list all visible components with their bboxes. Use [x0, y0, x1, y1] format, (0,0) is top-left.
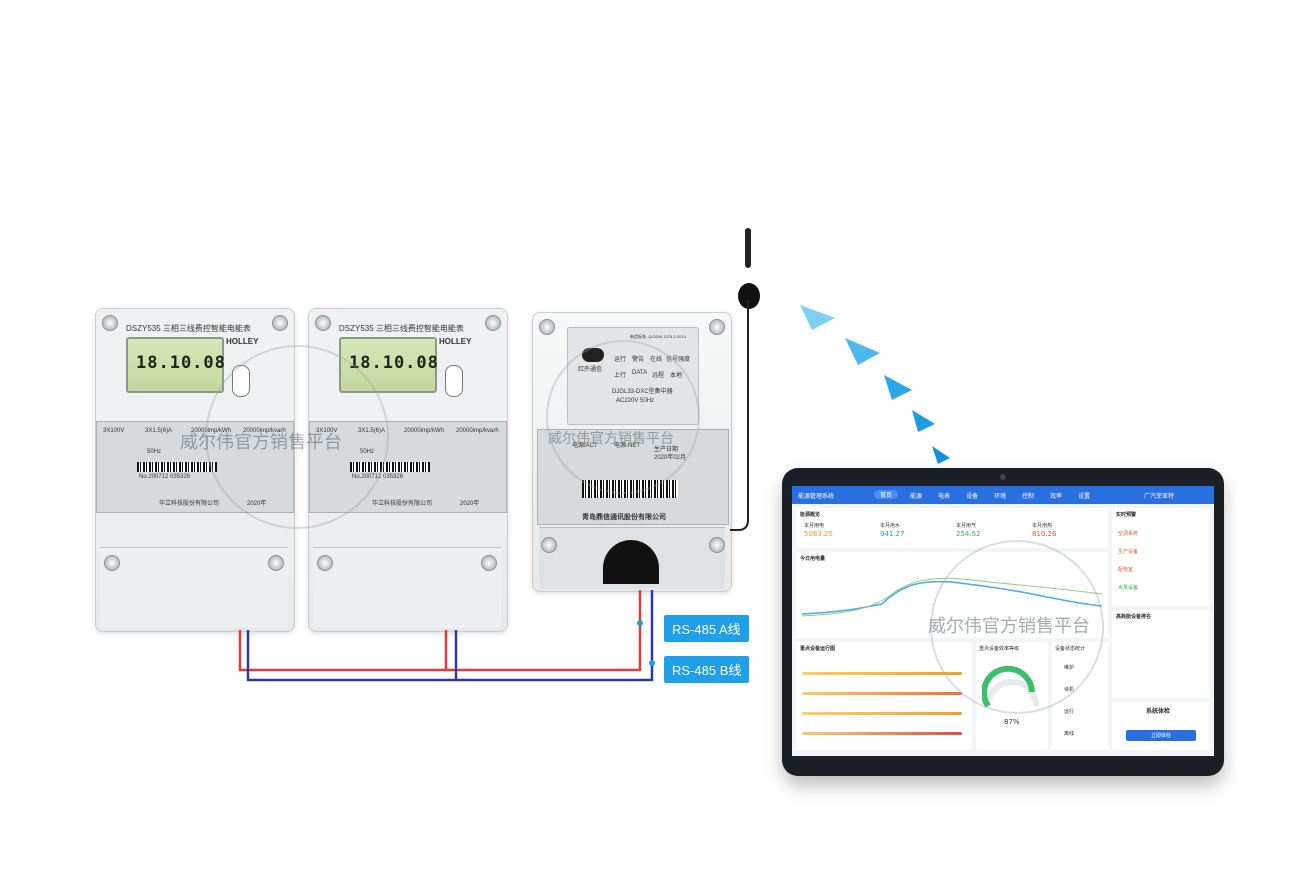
alarm-item: 生产设备: [1118, 549, 1139, 555]
power-chart-title: 今日用电量: [800, 556, 826, 562]
spec-active-const: 20000imp/kWh: [404, 428, 445, 434]
terminal-opening: [603, 540, 659, 584]
nav-home[interactable]: 首页: [874, 490, 899, 499]
camera-icon: [1000, 474, 1006, 480]
stat-value: 941.27: [880, 530, 905, 538]
screw-icon: [104, 555, 120, 571]
standard-label: 制造标准: Q/GDW 1375.2-2013: [630, 334, 686, 339]
run-bar: [802, 712, 962, 715]
spec-frequency: 50Hz: [147, 449, 162, 455]
app-title: 能源管理系统: [798, 493, 835, 500]
spec-reactive-const: 20000imp/kvarh: [456, 428, 499, 434]
energy-overview-card: 能源概览 本月用电 5083.25 本月用水 941.27 本月用气 254.5…: [796, 508, 1108, 548]
screw-icon: [317, 555, 333, 571]
nav-settings[interactable]: 设置: [1078, 493, 1091, 500]
run-bar: [802, 692, 962, 695]
run-bar: [802, 672, 962, 675]
barcode: [350, 462, 430, 472]
concentrator-company: 青岛鼎信通讯股份有限公司: [582, 514, 666, 521]
stat-label: 本月用水: [880, 523, 901, 529]
screw-icon: [709, 537, 725, 553]
status-item: 运行: [1064, 709, 1075, 715]
app-header: 能源管理系统 首页 能源 电表 设备 环境 控制 效率 设置 广汽菲亚特: [792, 486, 1214, 504]
rs485-b-dot: [649, 660, 655, 666]
screw-icon: [485, 315, 501, 331]
spec-voltage: 3X100V: [103, 428, 125, 434]
system-check-title: 系统体检: [1146, 708, 1171, 715]
top-devices-card: 高耗能设备排名: [1112, 610, 1210, 698]
alarm-card: 实时预警 空调系统 生产设备 配电室 水泵设备: [1112, 508, 1210, 606]
screw-icon: [539, 319, 555, 335]
screw-icon: [481, 555, 497, 571]
screw-icon: [541, 537, 557, 553]
stat-label: 本月用气: [956, 523, 977, 529]
overview-title: 能源概览: [800, 512, 821, 518]
screw-icon: [272, 315, 288, 331]
serial-number: No.200712 035326: [139, 474, 191, 480]
rs485-a-label: RS-485 A线: [664, 615, 749, 642]
screw-icon: [268, 555, 284, 571]
top-devices-title: 高耗能设备排名: [1116, 614, 1152, 620]
terminal-block: [539, 527, 725, 588]
system-check-button[interactable]: 立即体检: [1126, 730, 1196, 741]
meter-brand: HOLLEY: [226, 337, 259, 346]
screw-icon: [315, 315, 331, 331]
stat-value: 5083.25: [804, 530, 833, 538]
stat-value: 810.26: [1032, 530, 1057, 538]
meter-reading: 18.10.08: [349, 353, 439, 373]
screw-icon: [709, 319, 725, 335]
antenna-rod: [745, 228, 751, 268]
nav-control[interactable]: 控制: [1022, 493, 1035, 500]
screw-icon: [102, 315, 118, 331]
manufacturer: 华立科技股份有限公司: [372, 501, 433, 507]
alarm-item: 水泵设备: [1118, 585, 1139, 591]
barcode: [137, 462, 217, 472]
stat-value: 254.52: [956, 530, 981, 538]
manufacture-year: 2020年: [460, 501, 480, 507]
page-button[interactable]: [445, 365, 463, 397]
meter-reading: 18.10.08: [136, 353, 226, 373]
terminal-cover: [100, 547, 288, 628]
watermark-text: 威尔伟官方销售平台: [548, 431, 674, 447]
terminal-cover: [313, 547, 501, 628]
stat-label: 本月用热: [1032, 523, 1053, 529]
nav-environment[interactable]: 环境: [994, 493, 1007, 500]
rs485-b-label: RS-485 B线: [664, 656, 750, 683]
status-item: 离线: [1064, 731, 1075, 737]
watermark-text: 威尔伟官方销售平台: [180, 432, 342, 453]
watermark-seal: [930, 540, 1104, 714]
alarm-item: 空调系统: [1118, 531, 1139, 537]
nav-device[interactable]: 设备: [966, 493, 979, 500]
alarm-title: 实时预警: [1116, 512, 1137, 518]
meter-model: DSZY535 三相三线费控智能电能表: [339, 324, 464, 333]
indicator-signal: 信号强度: [666, 357, 691, 363]
antenna-base: [738, 283, 760, 309]
manufacturer: 华立科技股份有限公司: [159, 501, 220, 507]
watermark-seal: [546, 340, 700, 494]
device-run-title: 重点设备运行图: [800, 646, 836, 652]
alarm-item: 配电室: [1118, 567, 1134, 573]
rs485-a-dot: [637, 620, 643, 626]
meter-brand: HOLLEY: [439, 337, 472, 346]
run-bar: [802, 732, 962, 735]
nav-energy[interactable]: 能源: [910, 493, 923, 500]
system-check-card: 系统体检 立即体检: [1112, 702, 1210, 750]
spec-current: 3X1.5(6)A: [145, 428, 173, 434]
wifi-arrow-icon: [800, 305, 801, 306]
watermark-seal: [205, 345, 389, 529]
stat-label: 本月用电: [804, 523, 825, 529]
user-menu[interactable]: 广汽菲亚特: [1144, 493, 1175, 500]
watermark-text: 威尔伟官方销售平台: [928, 616, 1090, 637]
meter-model: DSZY535 三相三线费控智能电能表: [126, 324, 251, 333]
nav-efficiency[interactable]: 效率: [1050, 493, 1063, 500]
nav-meter[interactable]: 电表: [938, 493, 951, 500]
lcd-display: 18.10.08: [126, 337, 226, 393]
tablet-device: 能源管理系统 首页 能源 电表 设备 环境 控制 效率 设置 广汽菲亚特 能源概…: [782, 468, 1224, 776]
efficiency-value: 87%: [1004, 718, 1020, 726]
